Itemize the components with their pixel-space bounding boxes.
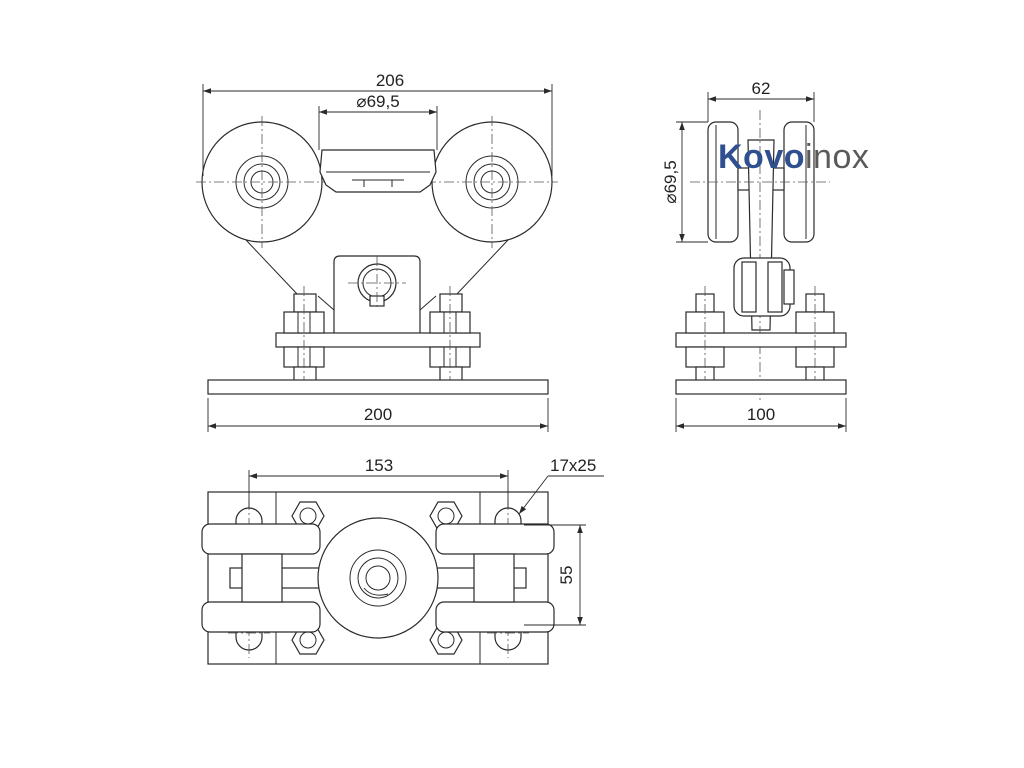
side-left-bolt bbox=[685, 286, 725, 390]
front-bracket bbox=[317, 255, 437, 335]
front-left-bolt bbox=[283, 286, 325, 390]
dim-base-width: 200 bbox=[364, 405, 392, 424]
top-wheel-left-upper bbox=[201, 523, 321, 555]
brand-logo: Kovoinox bbox=[718, 138, 869, 176]
front-center-roller bbox=[319, 149, 437, 193]
top-wheel-right-upper bbox=[435, 523, 555, 555]
dim-hole-spacing: 153 bbox=[365, 456, 393, 475]
brand-name-part2: inox bbox=[805, 138, 869, 176]
dim-side-base-width: 100 bbox=[747, 405, 775, 424]
dim-overall-width: 206 bbox=[376, 71, 404, 90]
side-mounting-plate bbox=[675, 332, 847, 348]
front-right-arm bbox=[455, 239, 509, 296]
front-base-plate bbox=[207, 379, 549, 395]
dim-side-wheel-diameter: ⌀69,5 bbox=[661, 160, 680, 203]
side-right-bolt bbox=[795, 286, 835, 390]
top-nut-lower-left bbox=[291, 625, 325, 655]
top-wheel-right-lower bbox=[435, 601, 555, 633]
front-mounting-plate bbox=[275, 332, 481, 348]
side-base-plate bbox=[675, 379, 847, 395]
dim-slot-size: 17x25 bbox=[550, 456, 596, 475]
front-right-bolt bbox=[429, 286, 471, 390]
dim-side-wheel-width: 62 bbox=[752, 79, 771, 98]
svg-text:Kovoinox: Kovoinox bbox=[718, 138, 869, 176]
front-left-wheel bbox=[196, 116, 328, 248]
top-center-wheel bbox=[317, 517, 439, 639]
front-left-arm bbox=[245, 239, 299, 296]
top-nut-lower-right bbox=[429, 625, 463, 655]
dim-slot-spacing: 55 bbox=[557, 566, 576, 585]
top-wheel-left-lower bbox=[201, 601, 321, 633]
front-view: 206 ⌀69,5 200 bbox=[196, 71, 558, 432]
front-right-wheel bbox=[426, 116, 558, 248]
side-view: 62 ⌀69,5 100 bbox=[661, 79, 847, 432]
top-view: 153 17x25 55 bbox=[201, 456, 604, 665]
dim-front-wheel-diameter: ⌀69,5 bbox=[356, 92, 399, 111]
brand-name-part1: Kovo bbox=[718, 138, 805, 176]
